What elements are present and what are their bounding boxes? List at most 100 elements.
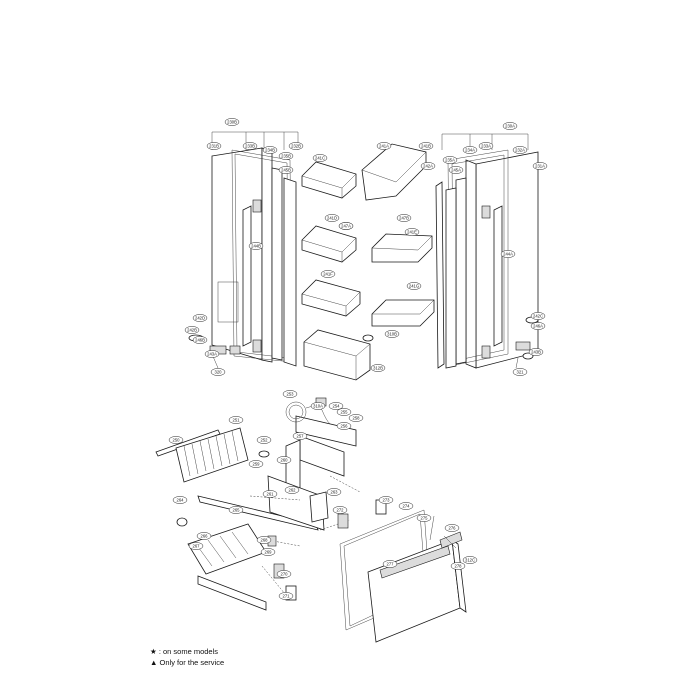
callout-250: 250 — [168, 436, 184, 444]
svg-text:246A: 246A — [533, 324, 543, 329]
callout-254: 254 — [328, 402, 344, 410]
svg-text:257: 257 — [297, 434, 305, 439]
legend: ★ : on some models ▲ Only for the servic… — [150, 646, 224, 668]
svg-text:270: 270 — [281, 572, 289, 577]
callout-235a: 235A — [442, 156, 458, 164]
svg-text:265: 265 — [233, 508, 241, 513]
callout-260: 260 — [276, 456, 292, 464]
callout-252: 252 — [256, 436, 272, 444]
callout-245a: 245A — [448, 166, 464, 174]
svg-text:246B: 246B — [195, 338, 205, 343]
callout-241d: 241D — [324, 214, 340, 222]
callout-261: 261 — [262, 490, 278, 498]
callout-241b: 241B — [418, 142, 434, 150]
svg-text:230B: 230B — [227, 120, 237, 125]
callout-276: 276 — [444, 524, 460, 532]
svg-text:271: 271 — [283, 594, 291, 599]
svg-text:266: 266 — [201, 534, 209, 539]
callout-241e: 241E — [404, 228, 420, 236]
callout-242c: 242C — [530, 312, 546, 320]
callout-263: 263 — [326, 488, 342, 496]
callout-241c: 241C — [312, 154, 328, 162]
svg-text:260: 260 — [281, 458, 289, 463]
svg-text:233A: 233A — [481, 144, 491, 149]
svg-text:312C: 312C — [465, 558, 475, 563]
callout-269: 269 — [260, 548, 276, 556]
svg-text:245B: 245B — [281, 168, 291, 173]
callout-232a: 232A — [512, 146, 528, 154]
callout-266: 266 — [196, 532, 212, 540]
svg-text:272: 272 — [337, 508, 345, 513]
door-bins — [301, 143, 445, 381]
callout-244a: 244A — [500, 250, 516, 258]
drawer-assembly — [155, 397, 467, 643]
svg-text:241D: 241D — [327, 216, 337, 221]
callout-233b: 233B — [242, 142, 258, 150]
svg-text:254: 254 — [333, 404, 341, 409]
svg-text:233B: 233B — [245, 144, 255, 149]
legend-item-some-models: ★ : on some models — [150, 646, 224, 657]
callout-247b: 247B — [396, 214, 412, 222]
legend-text: : on some models — [158, 647, 219, 656]
callout-274: 274 — [398, 502, 414, 510]
callout-234b: 234B — [262, 146, 278, 154]
callout-230a: 230A — [502, 122, 518, 130]
callout-245b: 245B — [278, 166, 294, 174]
callout-234a: 234A — [462, 146, 478, 154]
svg-text:268: 268 — [261, 538, 269, 543]
svg-text:242C: 242C — [533, 314, 543, 319]
callout-241g: 241G — [406, 282, 422, 290]
svg-text:241C: 241C — [315, 156, 325, 161]
callout-259: 259 — [248, 460, 264, 468]
callout-241f: 241F — [320, 270, 336, 278]
svg-text:255: 255 — [341, 410, 349, 415]
svg-text:231A: 231A — [535, 164, 545, 169]
svg-text:274: 274 — [403, 504, 411, 509]
right-door-assembly — [441, 133, 539, 369]
svg-text:232A: 232A — [515, 148, 525, 153]
svg-text:251: 251 — [233, 418, 241, 423]
svg-text:245A: 245A — [451, 168, 461, 173]
svg-text:256: 256 — [341, 424, 349, 429]
svg-text:278: 278 — [455, 564, 463, 569]
svg-text:247A: 247A — [341, 224, 351, 229]
svg-text:242D: 242D — [195, 316, 205, 321]
callout-257: 257 — [292, 432, 308, 440]
svg-text:263: 263 — [331, 490, 339, 495]
svg-text:242B: 242B — [187, 328, 197, 333]
callout-310a: 310A — [310, 402, 326, 410]
legend-text: Only for the service — [159, 658, 225, 667]
svg-text:275: 275 — [421, 516, 429, 521]
callout-312b: 312B — [370, 364, 386, 372]
callout-262: 262 — [284, 486, 300, 494]
callout-258: 258 — [348, 414, 364, 422]
svg-text:269: 269 — [265, 550, 273, 555]
svg-text:277: 277 — [387, 562, 395, 567]
svg-text:252: 252 — [261, 438, 269, 443]
svg-text:243A: 243A — [207, 352, 217, 357]
callout-310b: 310B — [384, 330, 400, 338]
legend-item-service: ▲ Only for the service — [150, 657, 224, 668]
svg-text:232B: 232B — [291, 144, 301, 149]
svg-text:244B: 244B — [251, 244, 261, 249]
svg-text:244A: 244A — [503, 252, 513, 257]
svg-text:321: 321 — [517, 370, 525, 375]
callout-277: 277 — [382, 560, 398, 568]
svg-text:231B: 231B — [209, 144, 219, 149]
callout-275: 275 — [416, 514, 432, 522]
svg-text:234A: 234A — [465, 148, 475, 153]
svg-text:241G: 241G — [409, 284, 419, 289]
callout-255: 255 — [336, 408, 352, 416]
callout-264: 264 — [172, 496, 188, 504]
callout-312c: 312C — [462, 556, 478, 564]
svg-text:312B: 312B — [373, 366, 383, 371]
callout-243b: 243B — [528, 348, 544, 356]
svg-text:241F: 241F — [323, 272, 333, 277]
callout-251: 251 — [228, 416, 244, 424]
svg-text:259: 259 — [253, 462, 261, 467]
callout-247a: 247A — [338, 222, 354, 230]
callout-246b: 246B — [192, 336, 208, 344]
svg-text:310A: 310A — [313, 404, 323, 409]
callout-233a: 233A — [478, 142, 494, 150]
